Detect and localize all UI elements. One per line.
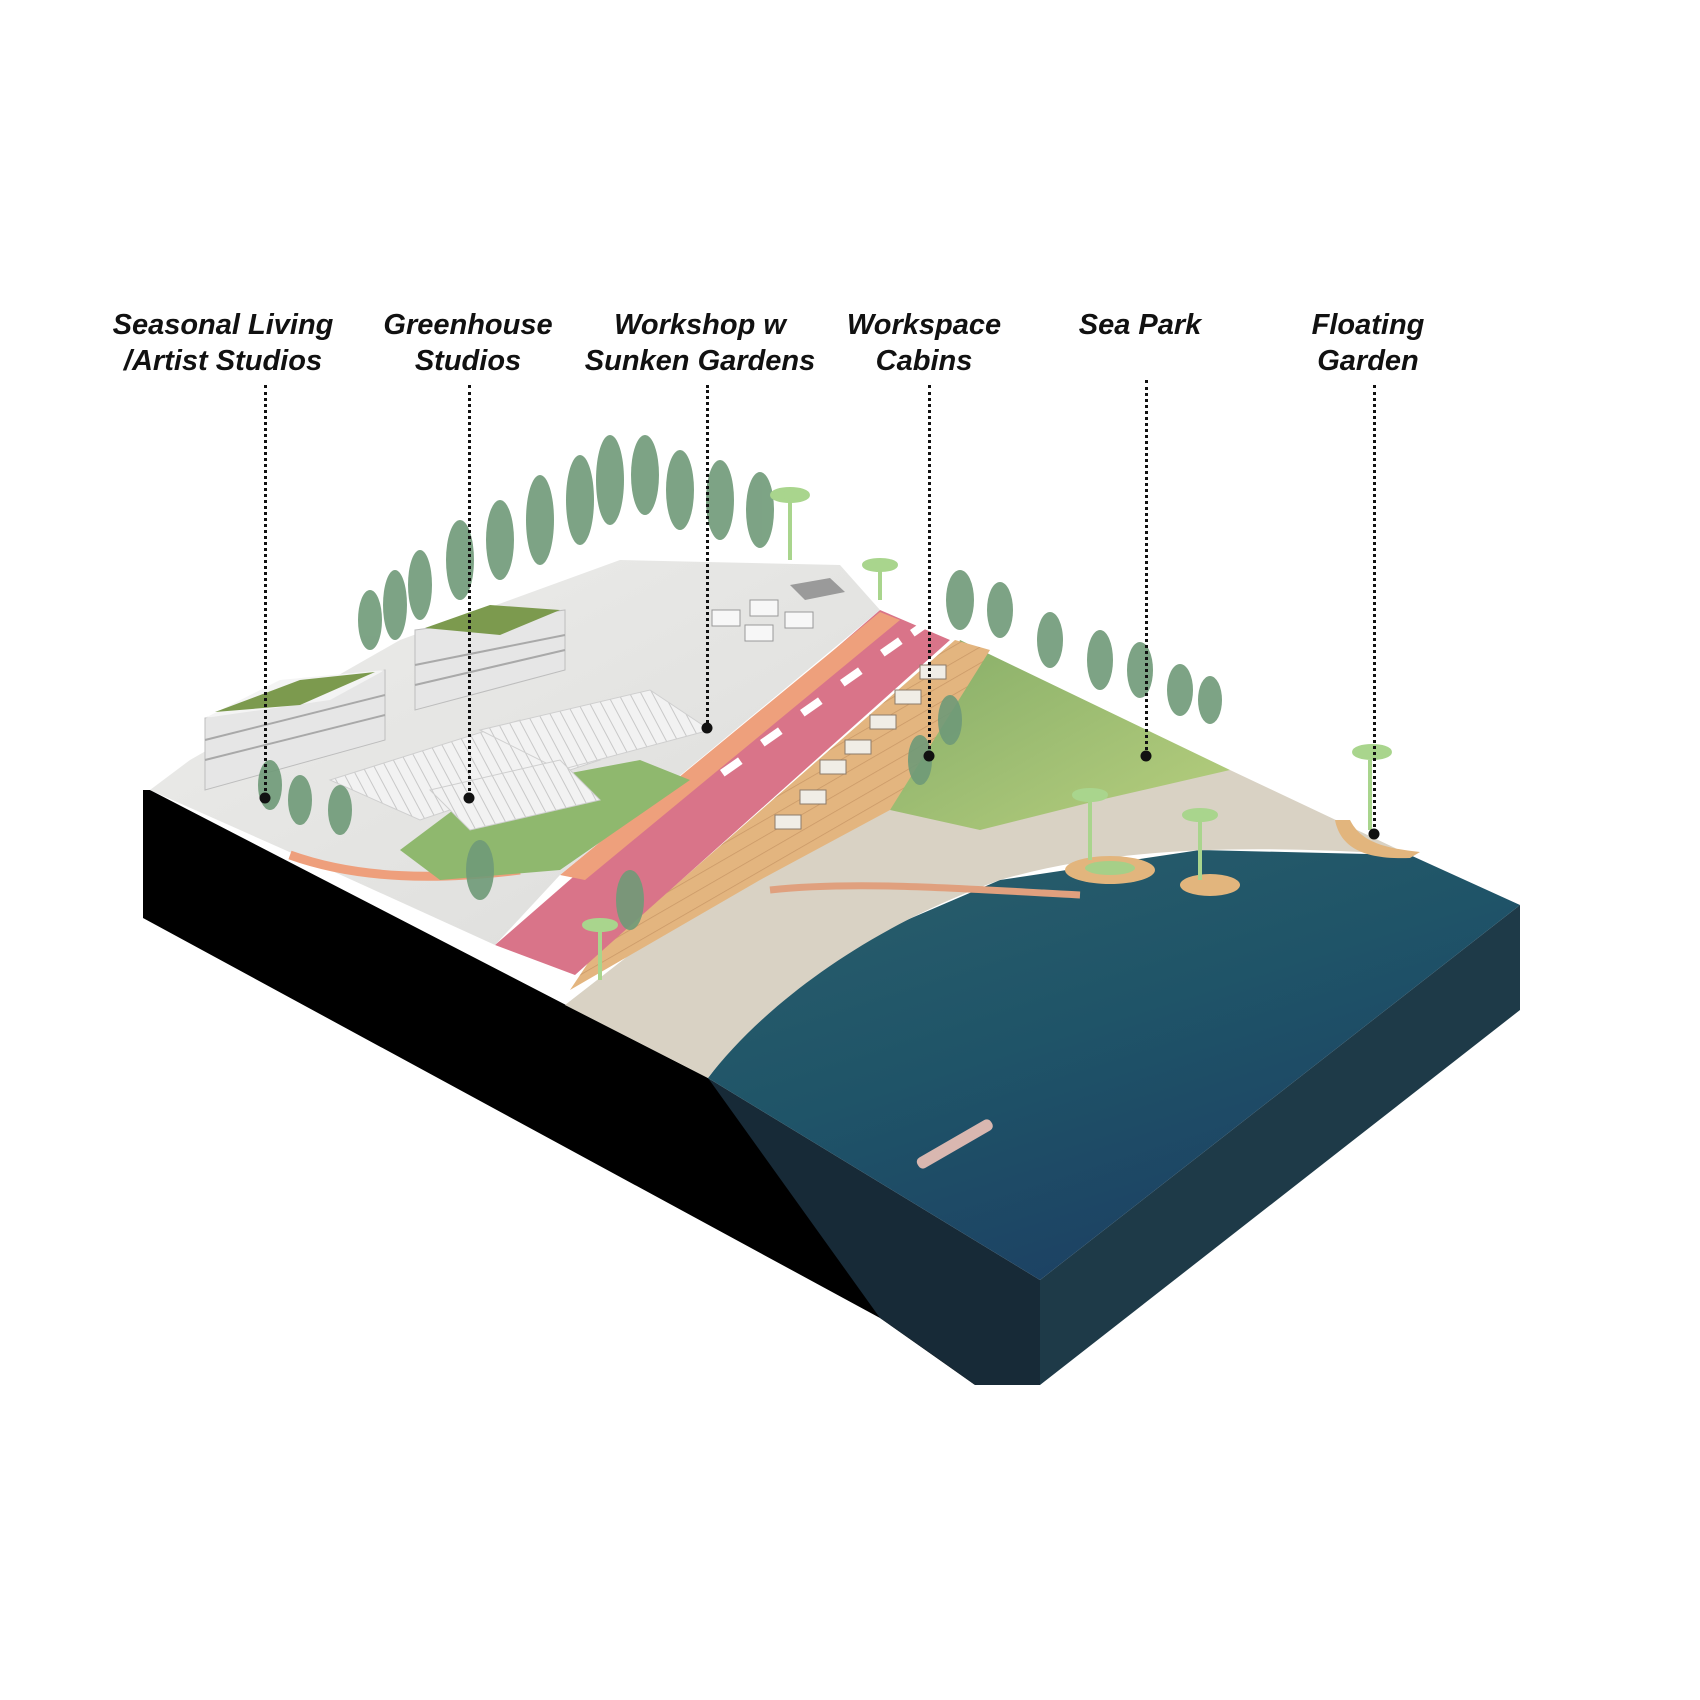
greenhouse-canopies <box>328 689 712 831</box>
pier <box>916 1119 993 1169</box>
leader-line-workspace-cabins <box>928 385 931 756</box>
sea-park-lawn <box>890 640 1230 830</box>
leader-dot-greenhouse <box>463 792 475 804</box>
label-greenhouse: Greenhouse Studios <box>383 307 552 379</box>
leader-dot-sea-park <box>1140 750 1152 762</box>
water-section-right <box>1040 905 1520 1385</box>
green-roof <box>425 605 560 635</box>
label-line-2: Sunken Gardens <box>584 345 816 377</box>
seasonal-living-building-1 <box>204 669 386 791</box>
leader-line-greenhouse <box>468 385 471 798</box>
label-workspace-cabins: Workspace Cabins <box>847 307 1001 379</box>
leader-dot-seasonal-living <box>259 792 271 804</box>
block-sides <box>143 790 1520 1385</box>
green-roof <box>215 672 375 712</box>
leader-line-workshop <box>706 385 709 728</box>
label-line-2: Studios <box>414 345 522 377</box>
label-sea-park: Sea Park <box>1079 307 1202 343</box>
label-line-1: Workspace <box>846 309 1002 341</box>
leader-line-seasonal-living <box>264 385 267 798</box>
label-line-1: Floating <box>1311 309 1425 341</box>
label-floating-garden: Floating Garden <box>1312 307 1425 379</box>
water-section-front <box>708 1078 1040 1385</box>
leader-dot-workshop <box>701 722 713 734</box>
leader-line-floating-garden <box>1373 385 1376 834</box>
label-line-1: Seasonal Living <box>112 309 334 341</box>
label-workshop: Workshop w Sunken Gardens <box>585 307 815 379</box>
floating-islands <box>1065 820 1420 896</box>
buildings <box>204 578 1420 1169</box>
label-line-2: Cabins <box>875 345 973 377</box>
soil-section <box>143 790 975 1385</box>
bike-lane <box>560 612 900 880</box>
label-line-1: Greenhouse <box>383 309 553 341</box>
label-line-1: Workshop w <box>614 309 786 341</box>
market-stalls <box>711 578 845 642</box>
palm-trees <box>582 487 1392 980</box>
seasonal-living-building-2 <box>414 605 566 711</box>
label-line-2: Garden <box>1317 345 1419 377</box>
vegetation <box>258 435 1392 980</box>
label-seasonal-living: Seasonal Living /Artist Studios <box>113 307 334 379</box>
label-line-2: /Artist Studios <box>123 345 323 377</box>
leader-dot-floating-garden <box>1368 828 1380 840</box>
forest-trees <box>258 435 1222 930</box>
promenade <box>495 610 950 975</box>
label-line-1: Sea Park <box>1078 309 1202 341</box>
workspace-cabins <box>774 664 947 830</box>
leader-dot-workspace-cabins <box>923 750 935 762</box>
leader-line-sea-park <box>1145 380 1148 756</box>
beach-path <box>769 882 1081 899</box>
promenade-benches <box>720 617 933 777</box>
sea-surface <box>708 850 1520 1280</box>
